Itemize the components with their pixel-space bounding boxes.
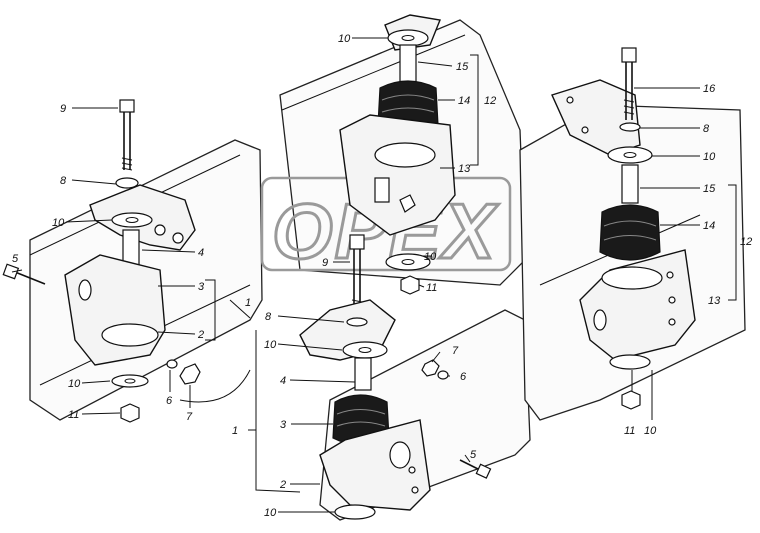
label-12-center: 12 (484, 95, 496, 107)
left-mount-assembly (2, 99, 201, 423)
label-13-right: 13 (708, 295, 721, 307)
label-14-center: 14 (458, 95, 470, 107)
label-1-left-b: 1 (232, 425, 238, 437)
label-6-left: 6 (166, 395, 173, 407)
label-2-center: 2 (279, 479, 286, 491)
label-16-right: 16 (703, 83, 716, 95)
label-10-center-lower: 10 (264, 339, 277, 351)
support-bracket-upper (339, 114, 456, 236)
label-10-center-mid: 10 (424, 251, 437, 263)
label-7-left: 7 (186, 411, 193, 423)
label-2-left: 2 (197, 329, 204, 341)
label-12-right: 12 (740, 236, 752, 248)
rubber-cushion-right (599, 204, 661, 261)
washer (115, 177, 139, 189)
label-10-left-upper: 10 (52, 217, 65, 229)
nut (120, 403, 140, 423)
label-11-left: 11 (68, 409, 79, 421)
side-bolt (14, 271, 46, 285)
label-7-center: 7 (452, 345, 459, 357)
label-11-right: 11 (624, 425, 635, 437)
label-4-center: 4 (280, 375, 286, 387)
label-9-left: 9 (60, 103, 66, 115)
label-15-center: 15 (456, 61, 469, 73)
label-8-center: 8 (265, 311, 272, 323)
label-10-right-upper: 10 (703, 151, 716, 163)
label-3-left: 3 (198, 281, 205, 293)
label-4-left: 4 (198, 247, 204, 259)
label-10-center-bottom: 10 (264, 507, 277, 519)
label-15-right: 15 (703, 183, 716, 195)
center-upper-assembly (339, 14, 456, 295)
label-8-left: 8 (60, 175, 67, 187)
callout-labels: 9 8 10 5 4 3 2 1 1 10 11 6 7 10 15 14 12… (12, 33, 752, 519)
label-13-center: 13 (458, 163, 471, 175)
bolt-head (119, 99, 135, 113)
center-lower-assembly (299, 234, 492, 520)
label-6-center: 6 (460, 371, 467, 383)
right-mount-assembly (551, 47, 696, 410)
label-8-right: 8 (703, 123, 710, 135)
label-11-center: 11 (426, 282, 437, 294)
bolt-shank (123, 112, 131, 170)
label-10-center-top: 10 (338, 33, 351, 45)
label-14-right: 14 (703, 220, 715, 232)
label-5-left: 5 (12, 253, 19, 265)
label-9-center: 9 (322, 257, 328, 269)
label-10-right-lower: 10 (644, 425, 657, 437)
leader-lines (11, 37, 737, 513)
label-10-left-lower: 10 (68, 378, 81, 390)
label-5-center: 5 (470, 449, 477, 461)
label-1-left-a: 1 (245, 297, 251, 309)
label-3-center: 3 (280, 419, 287, 431)
washer-upper (111, 212, 153, 228)
